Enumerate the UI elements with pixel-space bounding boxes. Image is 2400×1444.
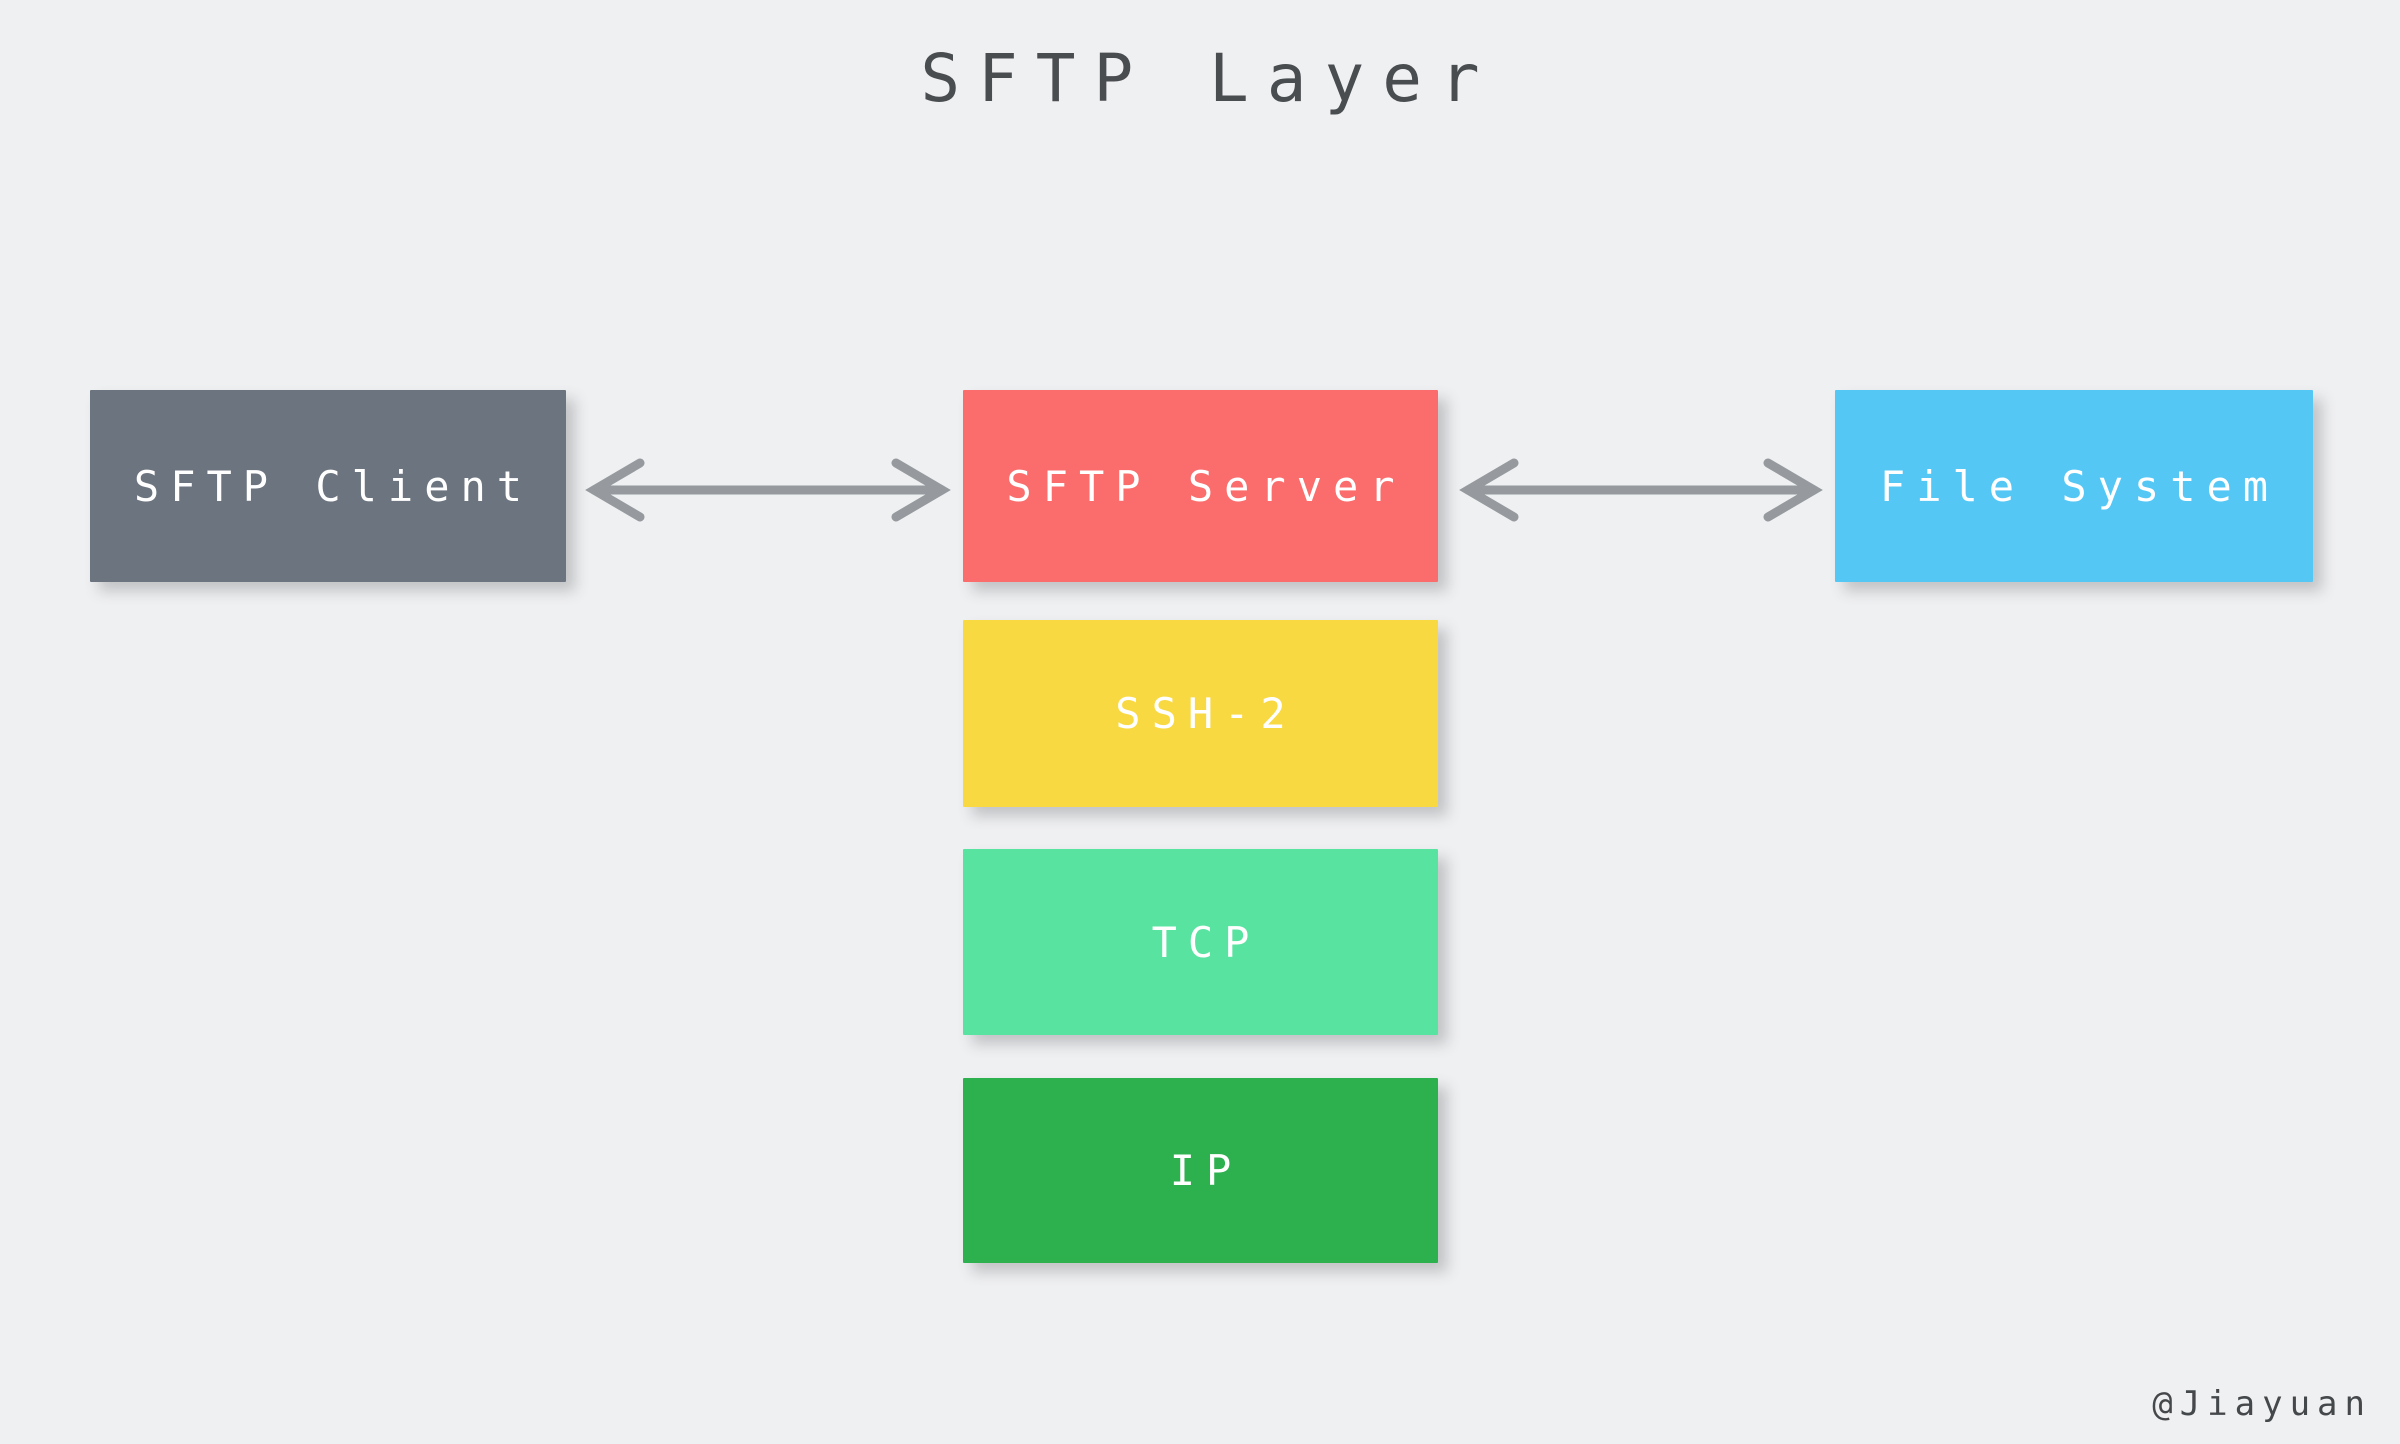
node-tcp[interactable]: TCP — [963, 849, 1438, 1035]
node-sftp-server-label: SFTP Server — [1006, 461, 1406, 511]
node-ip[interactable]: IP — [963, 1078, 1438, 1263]
node-tcp-label: TCP — [1151, 917, 1261, 967]
node-file-system-label: File System — [1879, 461, 2280, 511]
page-title: SFTP Layer — [920, 40, 1498, 117]
node-file-system[interactable]: File System — [1835, 390, 2313, 582]
node-ssh-2-label: SSH-2 — [1115, 689, 1297, 738]
node-ssh-2[interactable]: SSH-2 — [963, 620, 1438, 807]
node-sftp-server[interactable]: SFTP Server — [963, 390, 1438, 582]
watermark: @Jiayuan — [2152, 1384, 2372, 1424]
double-arrow-icon — [1459, 458, 1823, 522]
arrow-client-server — [578, 455, 958, 525]
node-sftp-client[interactable]: SFTP Client — [90, 390, 566, 582]
arrow-server-filesystem — [1452, 455, 1830, 525]
node-ip-label: IP — [1169, 1146, 1243, 1195]
node-sftp-client-label: SFTP Client — [133, 461, 534, 511]
double-arrow-icon — [585, 458, 951, 522]
